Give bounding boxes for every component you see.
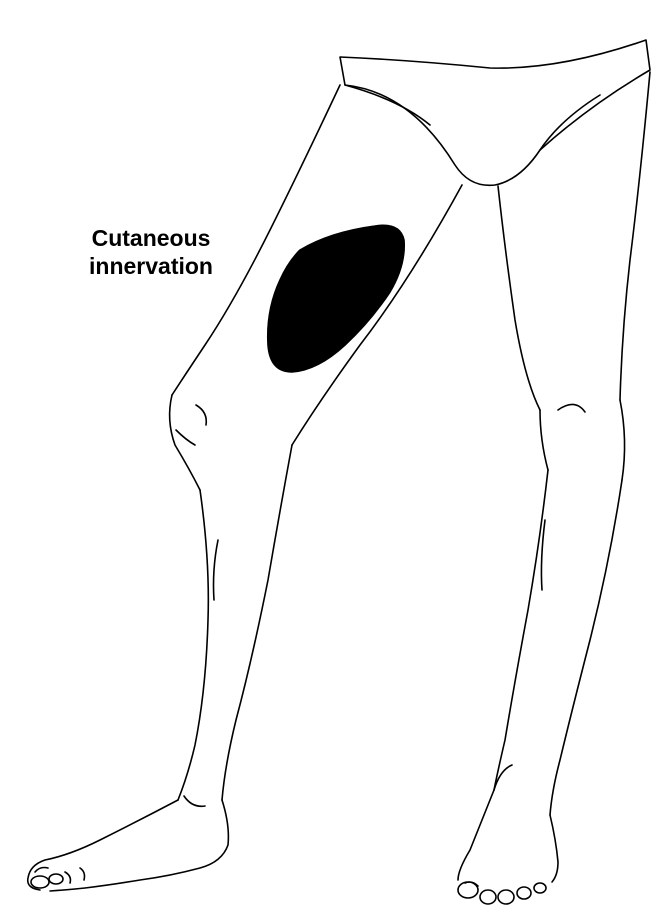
briefs — [340, 40, 650, 185]
left-leg — [28, 85, 462, 891]
right-leg — [458, 72, 650, 904]
innervation-region — [268, 225, 404, 372]
